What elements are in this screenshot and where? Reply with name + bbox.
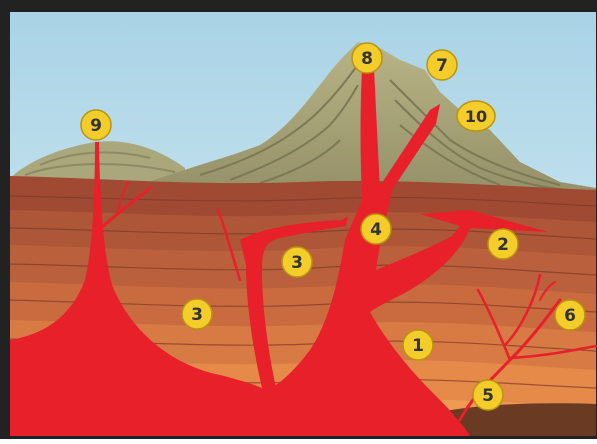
- label-9: 9: [81, 110, 111, 140]
- label-1: 1: [403, 330, 433, 360]
- svg-text:2: 2: [497, 235, 509, 255]
- label-3-lower: 3: [182, 299, 212, 329]
- svg-text:3: 3: [291, 253, 303, 273]
- svg-text:3: 3: [191, 305, 203, 325]
- svg-text:4: 4: [370, 220, 382, 240]
- label-6: 6: [555, 300, 585, 330]
- label-7: 7: [427, 50, 457, 80]
- label-8: 8: [352, 43, 382, 73]
- svg-text:8: 8: [361, 49, 373, 69]
- svg-text:9: 9: [90, 116, 102, 136]
- label-4: 4: [361, 214, 391, 244]
- label-5: 5: [473, 380, 503, 410]
- label-10: 10: [457, 101, 495, 131]
- label-3-upper: 3: [282, 247, 312, 277]
- label-2: 2: [488, 229, 518, 259]
- svg-text:10: 10: [465, 107, 487, 126]
- svg-text:1: 1: [412, 336, 424, 356]
- svg-text:6: 6: [564, 306, 576, 326]
- svg-text:7: 7: [436, 56, 448, 76]
- svg-text:5: 5: [482, 386, 494, 406]
